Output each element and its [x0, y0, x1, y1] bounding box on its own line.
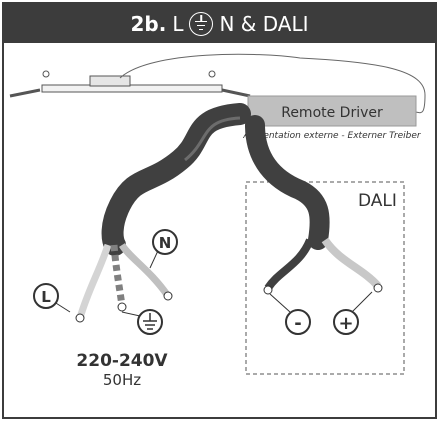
mains-cable	[47, 103, 251, 323]
terminal-live: L	[33, 283, 59, 309]
luminaire-panel	[9, 70, 251, 98]
terminal-live-label: L	[41, 288, 51, 306]
panel-to-driver-wire	[119, 53, 426, 114]
dali-region	[245, 181, 405, 375]
title-live: L	[172, 11, 184, 36]
terminal-minus-label: -	[294, 313, 301, 334]
terminal-minus: -	[285, 309, 311, 335]
supply-frequency: 50Hz	[103, 371, 141, 389]
driver-caption: Alimentation externe - Externer Treiber	[242, 131, 422, 141]
terminal-plus: +	[333, 309, 359, 335]
terminal-neutral: N	[152, 229, 178, 255]
terminal-earth	[137, 309, 163, 335]
terminal-neutral-label: N	[159, 234, 172, 252]
terminal-plus-label: +	[338, 313, 353, 334]
driver-label: Remote Driver	[281, 105, 383, 121]
step-number: 2b.	[130, 11, 167, 36]
supply-voltage: 220-240V	[76, 351, 168, 371]
dali-label: DALI	[358, 191, 397, 211]
ground-icon	[189, 11, 214, 36]
diagram-header: 2b. L N & DALI	[4, 4, 435, 43]
remote-driver: Remote Driver Alimentation externe - Ext…	[242, 95, 422, 141]
title-rest: N & DALI	[219, 11, 309, 36]
dali-cable	[245, 115, 383, 313]
diagram-frame: 2b. L N & DALI	[2, 2, 437, 419]
